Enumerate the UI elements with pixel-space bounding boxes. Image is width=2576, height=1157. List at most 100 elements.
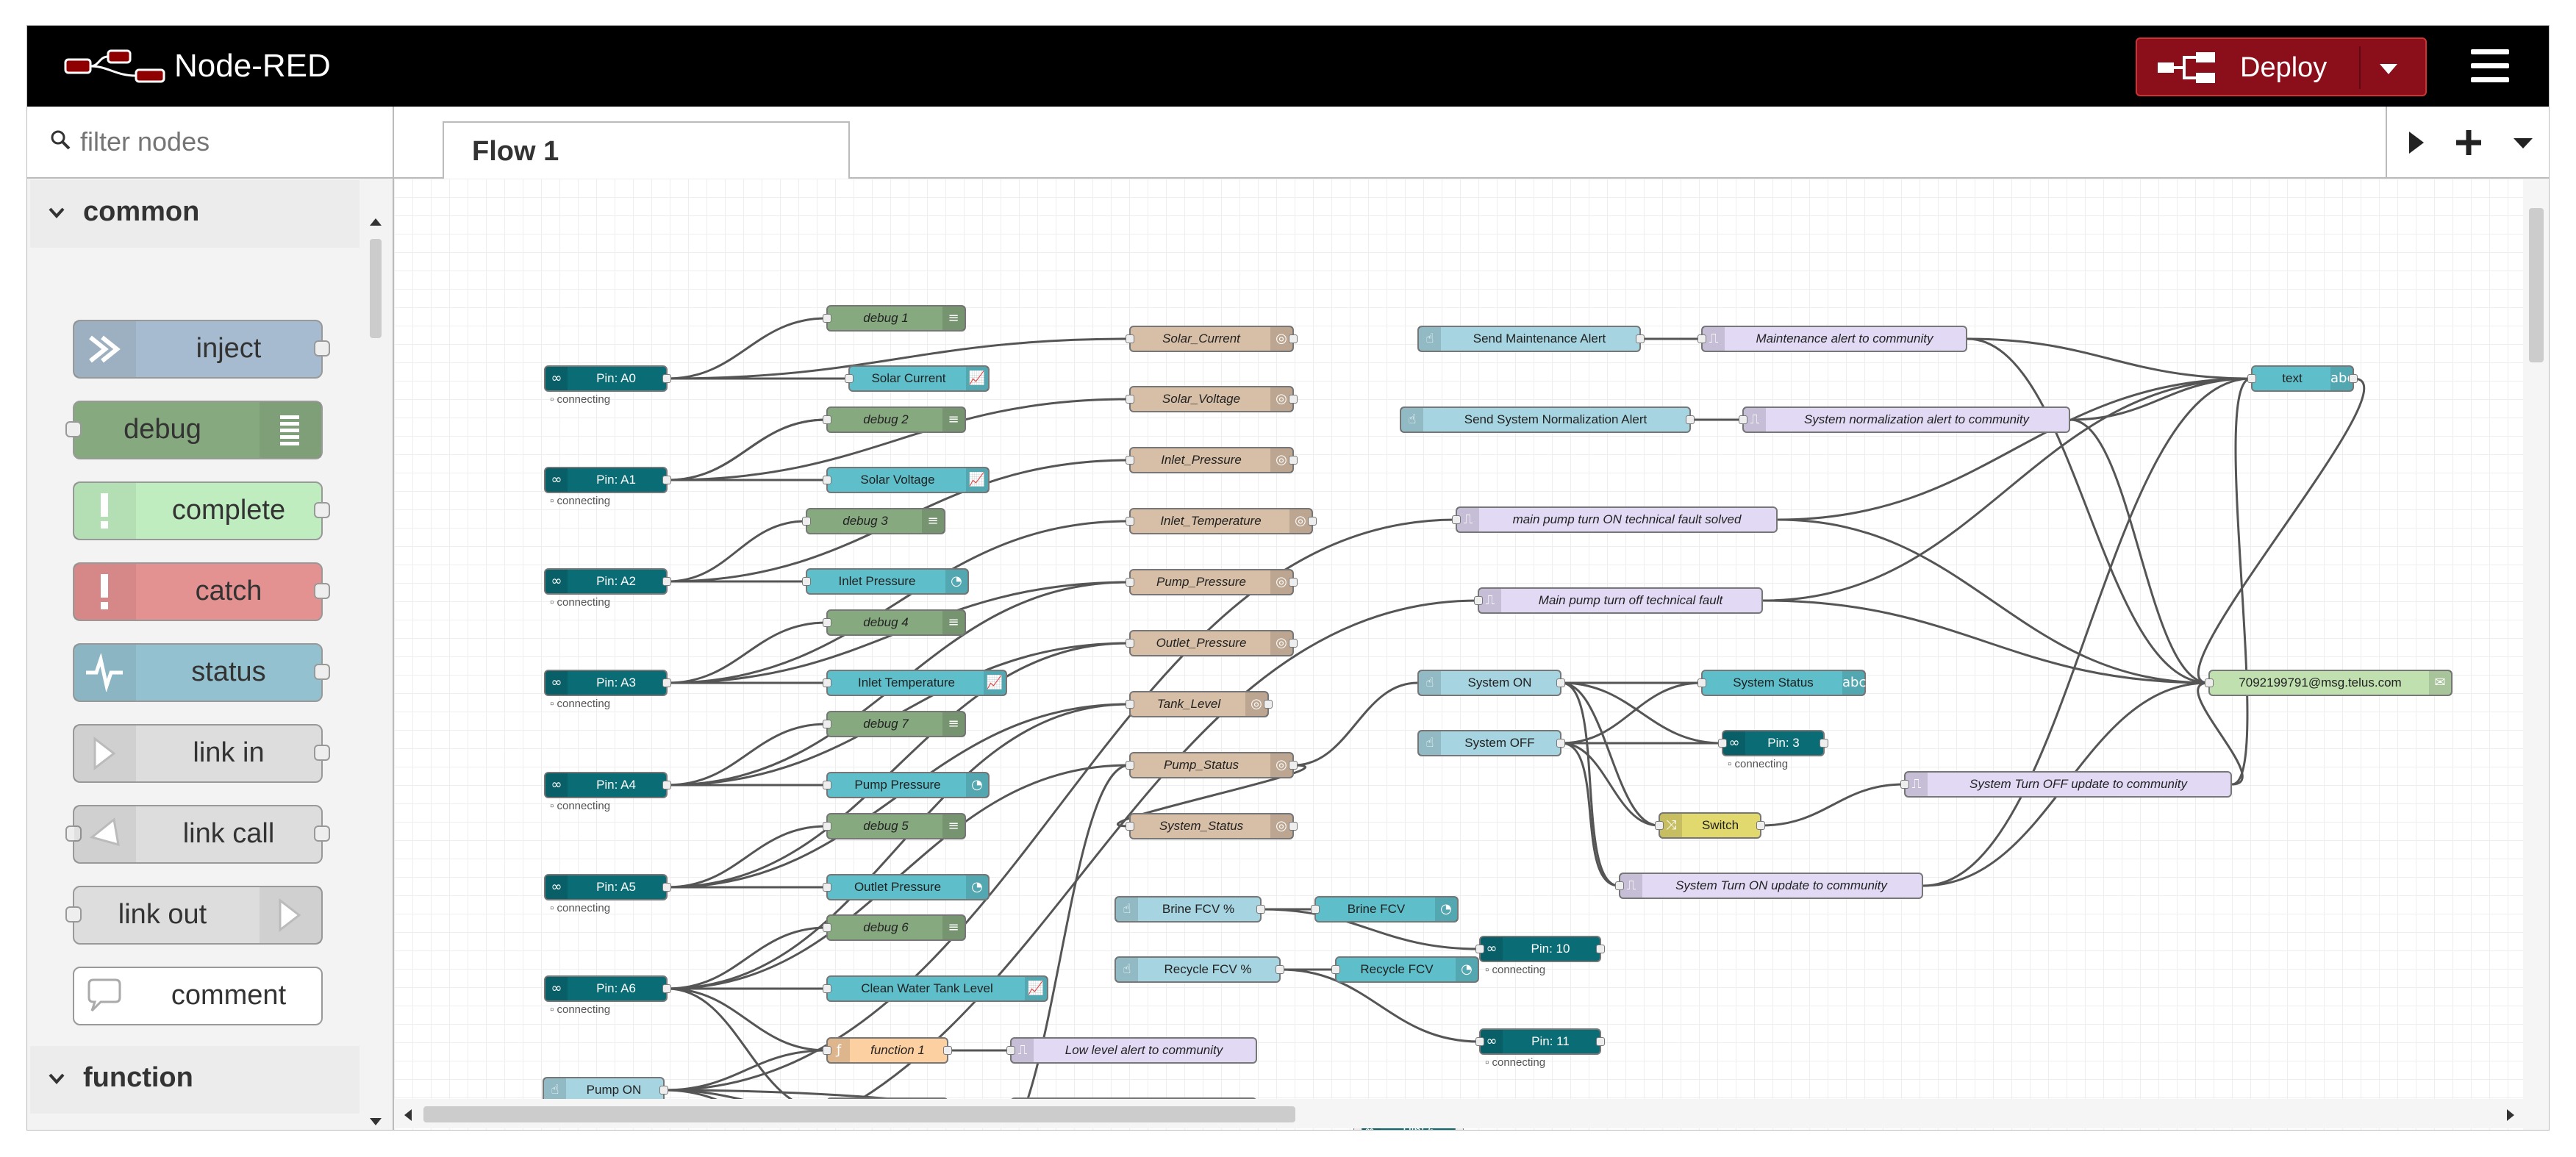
- scroll-left-arrow-icon[interactable]: [400, 1106, 418, 1124]
- category-function[interactable]: function: [30, 1046, 359, 1114]
- flow-node-gauge[interactable]: ◔Recycle FCV: [1331, 956, 1479, 983]
- scroll-tabs-right-icon[interactable]: [2397, 124, 2434, 161]
- flow-node-link[interactable]: ⎍Maintenance alert to community: [1697, 326, 1967, 352]
- wire[interactable]: [667, 317, 827, 380]
- vertical-scrollbar-thumb[interactable]: [2529, 208, 2544, 362]
- flow-node-pin[interactable]: ∞Pin: A6: [544, 975, 671, 1002]
- wire[interactable]: [2197, 377, 2366, 684]
- wire[interactable]: [1762, 599, 2209, 684]
- wire[interactable]: [667, 703, 1130, 990]
- wire[interactable]: [667, 337, 1130, 380]
- flow-node-link[interactable]: ⎍Main pump turn off technical fault: [1474, 587, 1763, 614]
- wire[interactable]: [664, 1089, 1357, 1099]
- scroll-up-arrow-icon[interactable]: [367, 214, 384, 232]
- flow-node-pin[interactable]: ∞Pin: A0: [544, 365, 671, 392]
- flow-node-chart[interactable]: 📈Clean Water Tank Level: [823, 975, 1048, 1002]
- flow-node-chart[interactable]: 📈Solar Voltage: [823, 467, 990, 493]
- wire[interactable]: [667, 398, 1130, 481]
- wire[interactable]: [1261, 908, 1480, 950]
- flow-node-chart[interactable]: 📈Inlet Temperature: [823, 670, 1007, 696]
- deploy-button[interactable]: Deploy: [2136, 37, 2427, 96]
- wire[interactable]: [667, 987, 827, 1052]
- wire[interactable]: [1967, 337, 2252, 380]
- flow-node-dashboard_in[interactable]: ☝Send Maintenance Alert: [1417, 326, 1645, 352]
- flow-node-debug[interactable]: ≡debug 6: [823, 914, 966, 941]
- flow-node-pin[interactable]: ∞Pin: A4: [544, 772, 671, 798]
- flow-node-dashboard_in[interactable]: ☝Recycle FCV %: [1115, 956, 1284, 983]
- palette-node-catch[interactable]: catch: [73, 562, 330, 621]
- wire[interactable]: [1293, 681, 1418, 767]
- flow-node-link[interactable]: ⎍main pump turn ON technical fault solve…: [1452, 506, 1778, 533]
- wire[interactable]: [1117, 764, 1306, 828]
- flow-node-debug[interactable]: ≡debug 7: [823, 711, 966, 737]
- deploy-options-caret-icon[interactable]: [2374, 54, 2403, 83]
- horizontal-scrollbar[interactable]: [394, 1099, 2523, 1128]
- wire[interactable]: [682, 599, 1478, 1099]
- wire[interactable]: [664, 1049, 827, 1092]
- wire[interactable]: [664, 1089, 848, 1099]
- wire[interactable]: [1967, 337, 2209, 684]
- category-common[interactable]: common: [30, 180, 359, 248]
- flow-node-mqtt[interactable]: ◎System_Status: [1126, 813, 1298, 839]
- flow-node-debug[interactable]: ≡debug 1: [823, 305, 966, 332]
- wire[interactable]: [667, 520, 1130, 684]
- flow-node-pin[interactable]: ∞Pin: 3: [1718, 730, 1828, 756]
- wire[interactable]: [1561, 681, 1620, 887]
- main-menu-hamburger-icon[interactable]: [2468, 46, 2512, 86]
- flow-node-link[interactable]: ⎍System Turn OFF update to community: [1900, 771, 2232, 798]
- palette-node-inject[interactable]: inject: [73, 320, 330, 379]
- palette-node-link-call[interactable]: link call: [65, 805, 330, 864]
- add-flow-plus-icon[interactable]: [2450, 124, 2487, 161]
- wire[interactable]: [667, 621, 827, 684]
- flow-node-pin[interactable]: ∞Pin: 11: [1475, 1028, 1605, 1055]
- flow-node-pin[interactable]: ∞Pin: A5: [544, 874, 671, 900]
- flow-node-mqtt[interactable]: ◎Pump_Status: [1126, 752, 1298, 778]
- flow-node-gauge[interactable]: ◔Inlet Pressure: [802, 568, 969, 595]
- flow-node-debug[interactable]: ≡debug 4: [823, 609, 966, 636]
- flow-node-link[interactable]: ⎍Low level alert to community: [1006, 1037, 1257, 1064]
- flow-node-debug[interactable]: ≡debug 3: [802, 508, 945, 534]
- wire[interactable]: [1561, 742, 1620, 887]
- flow-node-mqtt[interactable]: ◎Solar_Current: [1126, 326, 1298, 352]
- wire[interactable]: [1777, 518, 2209, 684]
- flow-node-mqtt[interactable]: ◎Solar_Voltage: [1126, 386, 1298, 412]
- wire[interactable]: [1777, 377, 2252, 521]
- flow-node-gauge[interactable]: ◔Pump Pressure: [823, 772, 990, 798]
- wire[interactable]: [1761, 783, 1905, 827]
- wire[interactable]: [667, 926, 827, 990]
- scroll-down-arrow-icon[interactable]: [367, 1112, 384, 1130]
- palette-node-link-in[interactable]: link in: [73, 724, 330, 783]
- wire[interactable]: [2231, 377, 2252, 786]
- wire[interactable]: [2069, 418, 2209, 684]
- wire[interactable]: [1280, 968, 1480, 1043]
- palette-node-complete[interactable]: complete: [73, 481, 330, 540]
- flow-node-mqtt[interactable]: ◎Tank_Level: [1126, 691, 1273, 717]
- wire[interactable]: [667, 825, 827, 889]
- wire[interactable]: [667, 418, 827, 481]
- palette-node-link-out[interactable]: link out: [65, 886, 323, 945]
- flow-node-debug[interactable]: ≡debug 2: [823, 406, 966, 433]
- flow-node-link[interactable]: ⎍System normalization alert to community: [1739, 406, 2070, 433]
- flow-node-pin[interactable]: ∞Pin: A1: [544, 467, 671, 493]
- wire[interactable]: [667, 723, 827, 787]
- wire[interactable]: [1561, 681, 1659, 827]
- horizontal-scrollbar-thumb[interactable]: [423, 1106, 1295, 1122]
- scroll-right-arrow-icon[interactable]: [2501, 1106, 2519, 1124]
- flow-node-pin[interactable]: ∞Pin: 10: [1475, 936, 1605, 962]
- wire[interactable]: [1561, 742, 1659, 827]
- flow-node-chart[interactable]: 📈Solar Current: [845, 365, 990, 392]
- flow-node-mqtt[interactable]: ◎Outlet_Pressure: [1126, 630, 1298, 656]
- wire[interactable]: [1561, 681, 1722, 745]
- tab-flow-1[interactable]: Flow 1: [443, 121, 850, 179]
- flow-node-gauge[interactable]: ◔Outlet Pressure: [823, 874, 990, 900]
- palette-node-status[interactable]: status: [73, 643, 330, 702]
- flow-node-switch[interactable]: ⤨Switch: [1655, 812, 1765, 839]
- wire[interactable]: [667, 987, 826, 1099]
- wire[interactable]: [664, 518, 1456, 1092]
- flow-node-mqtt[interactable]: ◎Inlet_Temperature: [1126, 508, 1317, 534]
- flow-node-mqtt[interactable]: ◎Pump_Pressure: [1126, 569, 1298, 595]
- wire[interactable]: [1922, 377, 2252, 887]
